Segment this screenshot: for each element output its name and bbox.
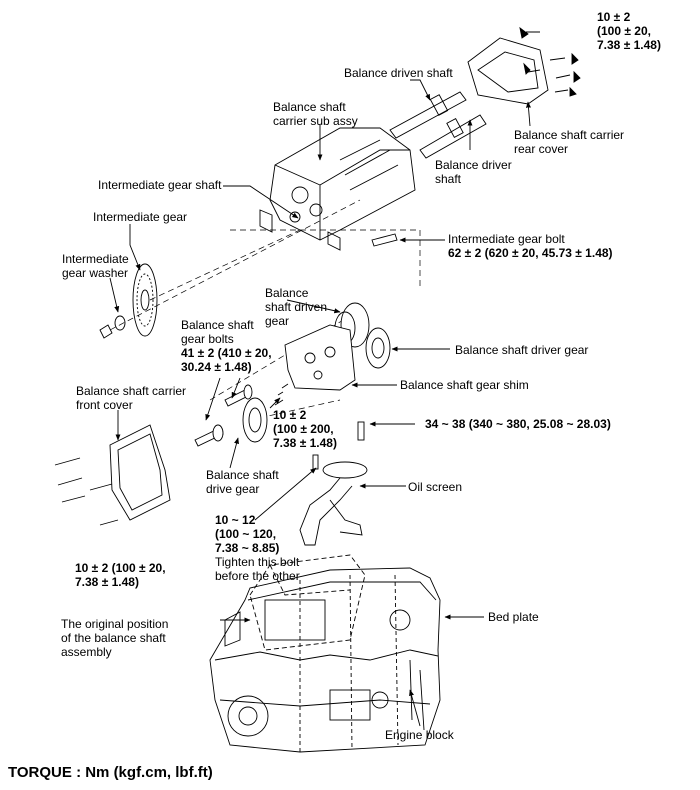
gear-shim-part	[284, 324, 356, 391]
carrier-front-cover-label: Balance shaft carrier front cover	[76, 384, 187, 412]
tighten-note: Tighten this bolt before the other	[215, 555, 300, 583]
balance-shaft-driver-gear-part	[365, 327, 391, 369]
balance-shaft-driven-gear-label: Balance shaft driven gear	[265, 286, 328, 328]
front-cover-bolts	[54, 457, 119, 526]
balance-shaft-driver-gear-label: Balance shaft driver gear	[455, 343, 589, 357]
balance-shaft-gear-shim-label: Balance shaft gear shim	[400, 378, 529, 392]
intermediate-gear-bolt-label: Intermediate gear bolt	[448, 232, 565, 246]
gear-bolts-label: Balance shaft gear bolts	[181, 318, 254, 346]
intermediate-gear-part	[132, 263, 158, 337]
original-position-label: The original position of the balance sha…	[61, 617, 169, 659]
original-position-outline	[249, 554, 366, 651]
engine-block-part	[209, 567, 441, 753]
oil-screen-pipe-bolt-torque: 10 ~ 12 (100 ~ 120, 7.38 ~ 8.85)	[215, 513, 280, 555]
intermediate-gear-washer-label: Intermediate gear washer	[62, 252, 129, 280]
carrier-sub-assy-label: Balance shaft carrier sub assy	[273, 100, 358, 128]
front-cover-bolt-torque: 10 ± 2 (100 ± 20, 7.38 ± 1.48)	[75, 561, 166, 589]
intermediate-gear-label: Intermediate gear	[93, 210, 188, 224]
intermediate-gear-shaft-label: Intermediate gear shaft	[98, 178, 222, 192]
oil-screen-label: Oil screen	[408, 480, 463, 494]
carrier-rear-cover-label: Balance shaft carrier rear cover	[514, 128, 625, 156]
rear-cover-bolts	[519, 26, 581, 97]
rear-cover-bolt-torque: 10 ± 2 (100 ± 20, 7.38 ± 1.48)	[597, 10, 661, 52]
torque-units-footer: TORQUE : Nm (kgf.cm, lbf.ft)	[8, 764, 213, 781]
bed-plate-label: Bed plate	[488, 610, 539, 624]
oil-screen-part	[299, 421, 368, 546]
oil-screen-bolt-torque: 34 ~ 38 (340 ~ 380, 25.08 ~ 28.03)	[425, 417, 611, 431]
intermediate-gear-washer-part	[99, 315, 126, 339]
carrier-rear-cover-part	[467, 37, 549, 105]
carrier-front-cover-part	[109, 424, 171, 521]
leader-lines	[109, 79, 531, 727]
balance-driven-shaft-part	[389, 91, 467, 139]
balance-driven-shaft-label: Balance driven shaft	[344, 66, 453, 80]
intermediate-gear-bolt-part	[371, 233, 398, 247]
carrier-sub-assy-part	[259, 127, 416, 251]
shim-bolt-torque: 10 ± 2 (100 ± 200, 7.38 ± 1.48)	[273, 408, 337, 450]
engine-block-label: Engine block	[385, 728, 454, 742]
gear-bolts-torque: 41 ± 2 (410 ± 20, 30.24 ± 1.48)	[181, 346, 272, 374]
balance-driver-shaft-part	[419, 114, 487, 159]
balance-shaft-drive-gear-label: Balance shaft drive gear	[206, 468, 279, 496]
gear-bolts-part	[194, 384, 253, 447]
balance-shaft-drive-gear-part	[242, 397, 268, 443]
intermediate-gear-bolt-torque: 62 ± 2 (620 ± 20, 45.73 ± 1.48)	[448, 246, 613, 260]
balance-driver-shaft-label: Balance driver shaft	[435, 158, 512, 186]
